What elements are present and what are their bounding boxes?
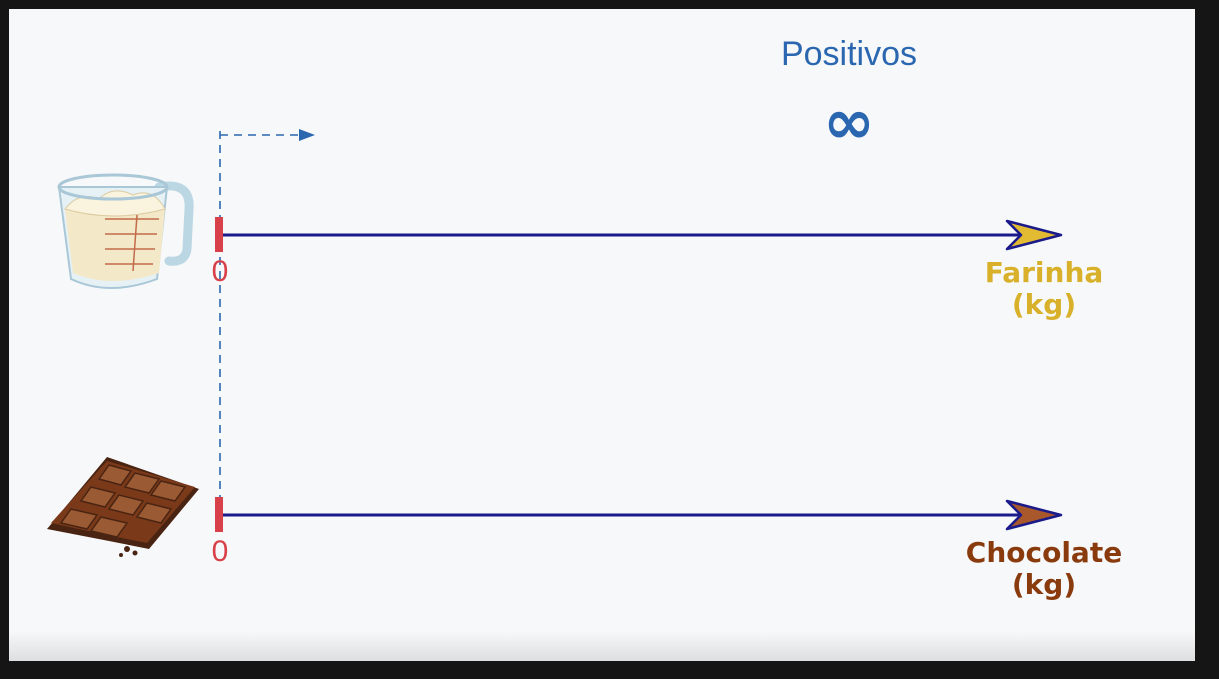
dashed-guide-arrowhead: [299, 129, 315, 141]
chocolate-zero-label: 0: [211, 535, 229, 568]
measuring-cup-icon: [57, 173, 194, 289]
chocolate-unit: (kg): [1011, 568, 1077, 601]
farinha-axis-label: Farinha (kg): [944, 257, 1144, 321]
bottom-shadow: [9, 631, 1195, 661]
farinha-zero-label: 0: [211, 255, 229, 288]
farinha-unit: (kg): [1011, 288, 1077, 321]
farinha-zero-marker: [215, 217, 223, 252]
chocolate-zero-marker: [215, 497, 223, 532]
positivos-label: Positivos: [780, 35, 918, 73]
farinha-axis-arrowhead: [1005, 219, 1063, 251]
diagram-slide: Positivos ∞ 0 0 Farinha (kg) Chocolate (…: [9, 9, 1195, 661]
chocolate-name: Chocolate: [965, 536, 1123, 569]
chocolate-bar-icon: [47, 457, 199, 557]
chocolate-axis-arrowhead: [1005, 499, 1063, 531]
chocolate-axis-label: Chocolate (kg): [944, 537, 1144, 601]
farinha-name: Farinha: [984, 256, 1104, 289]
diagram-canvas: [47, 129, 1063, 557]
infinity-symbol: ∞: [823, 85, 875, 158]
